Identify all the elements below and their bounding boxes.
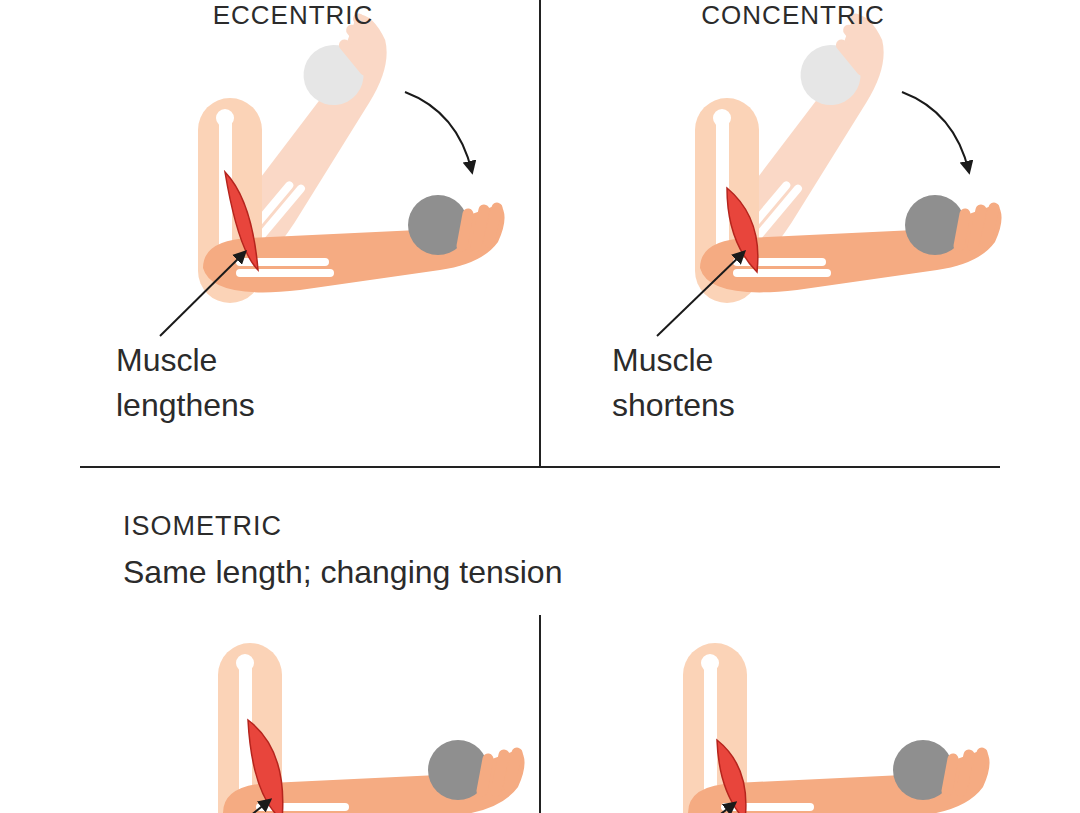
panel-subheading: Same length; changing tension: [123, 553, 562, 591]
muscle-callout: Muscle shortens: [612, 338, 787, 428]
muscle-callout: Muscle lengthens: [116, 338, 291, 428]
panel-heading: ECCENTRIC: [213, 0, 374, 31]
panel-heading: ISOMETRIC: [123, 510, 282, 542]
panel-heading: CONCENTRIC: [701, 0, 884, 31]
